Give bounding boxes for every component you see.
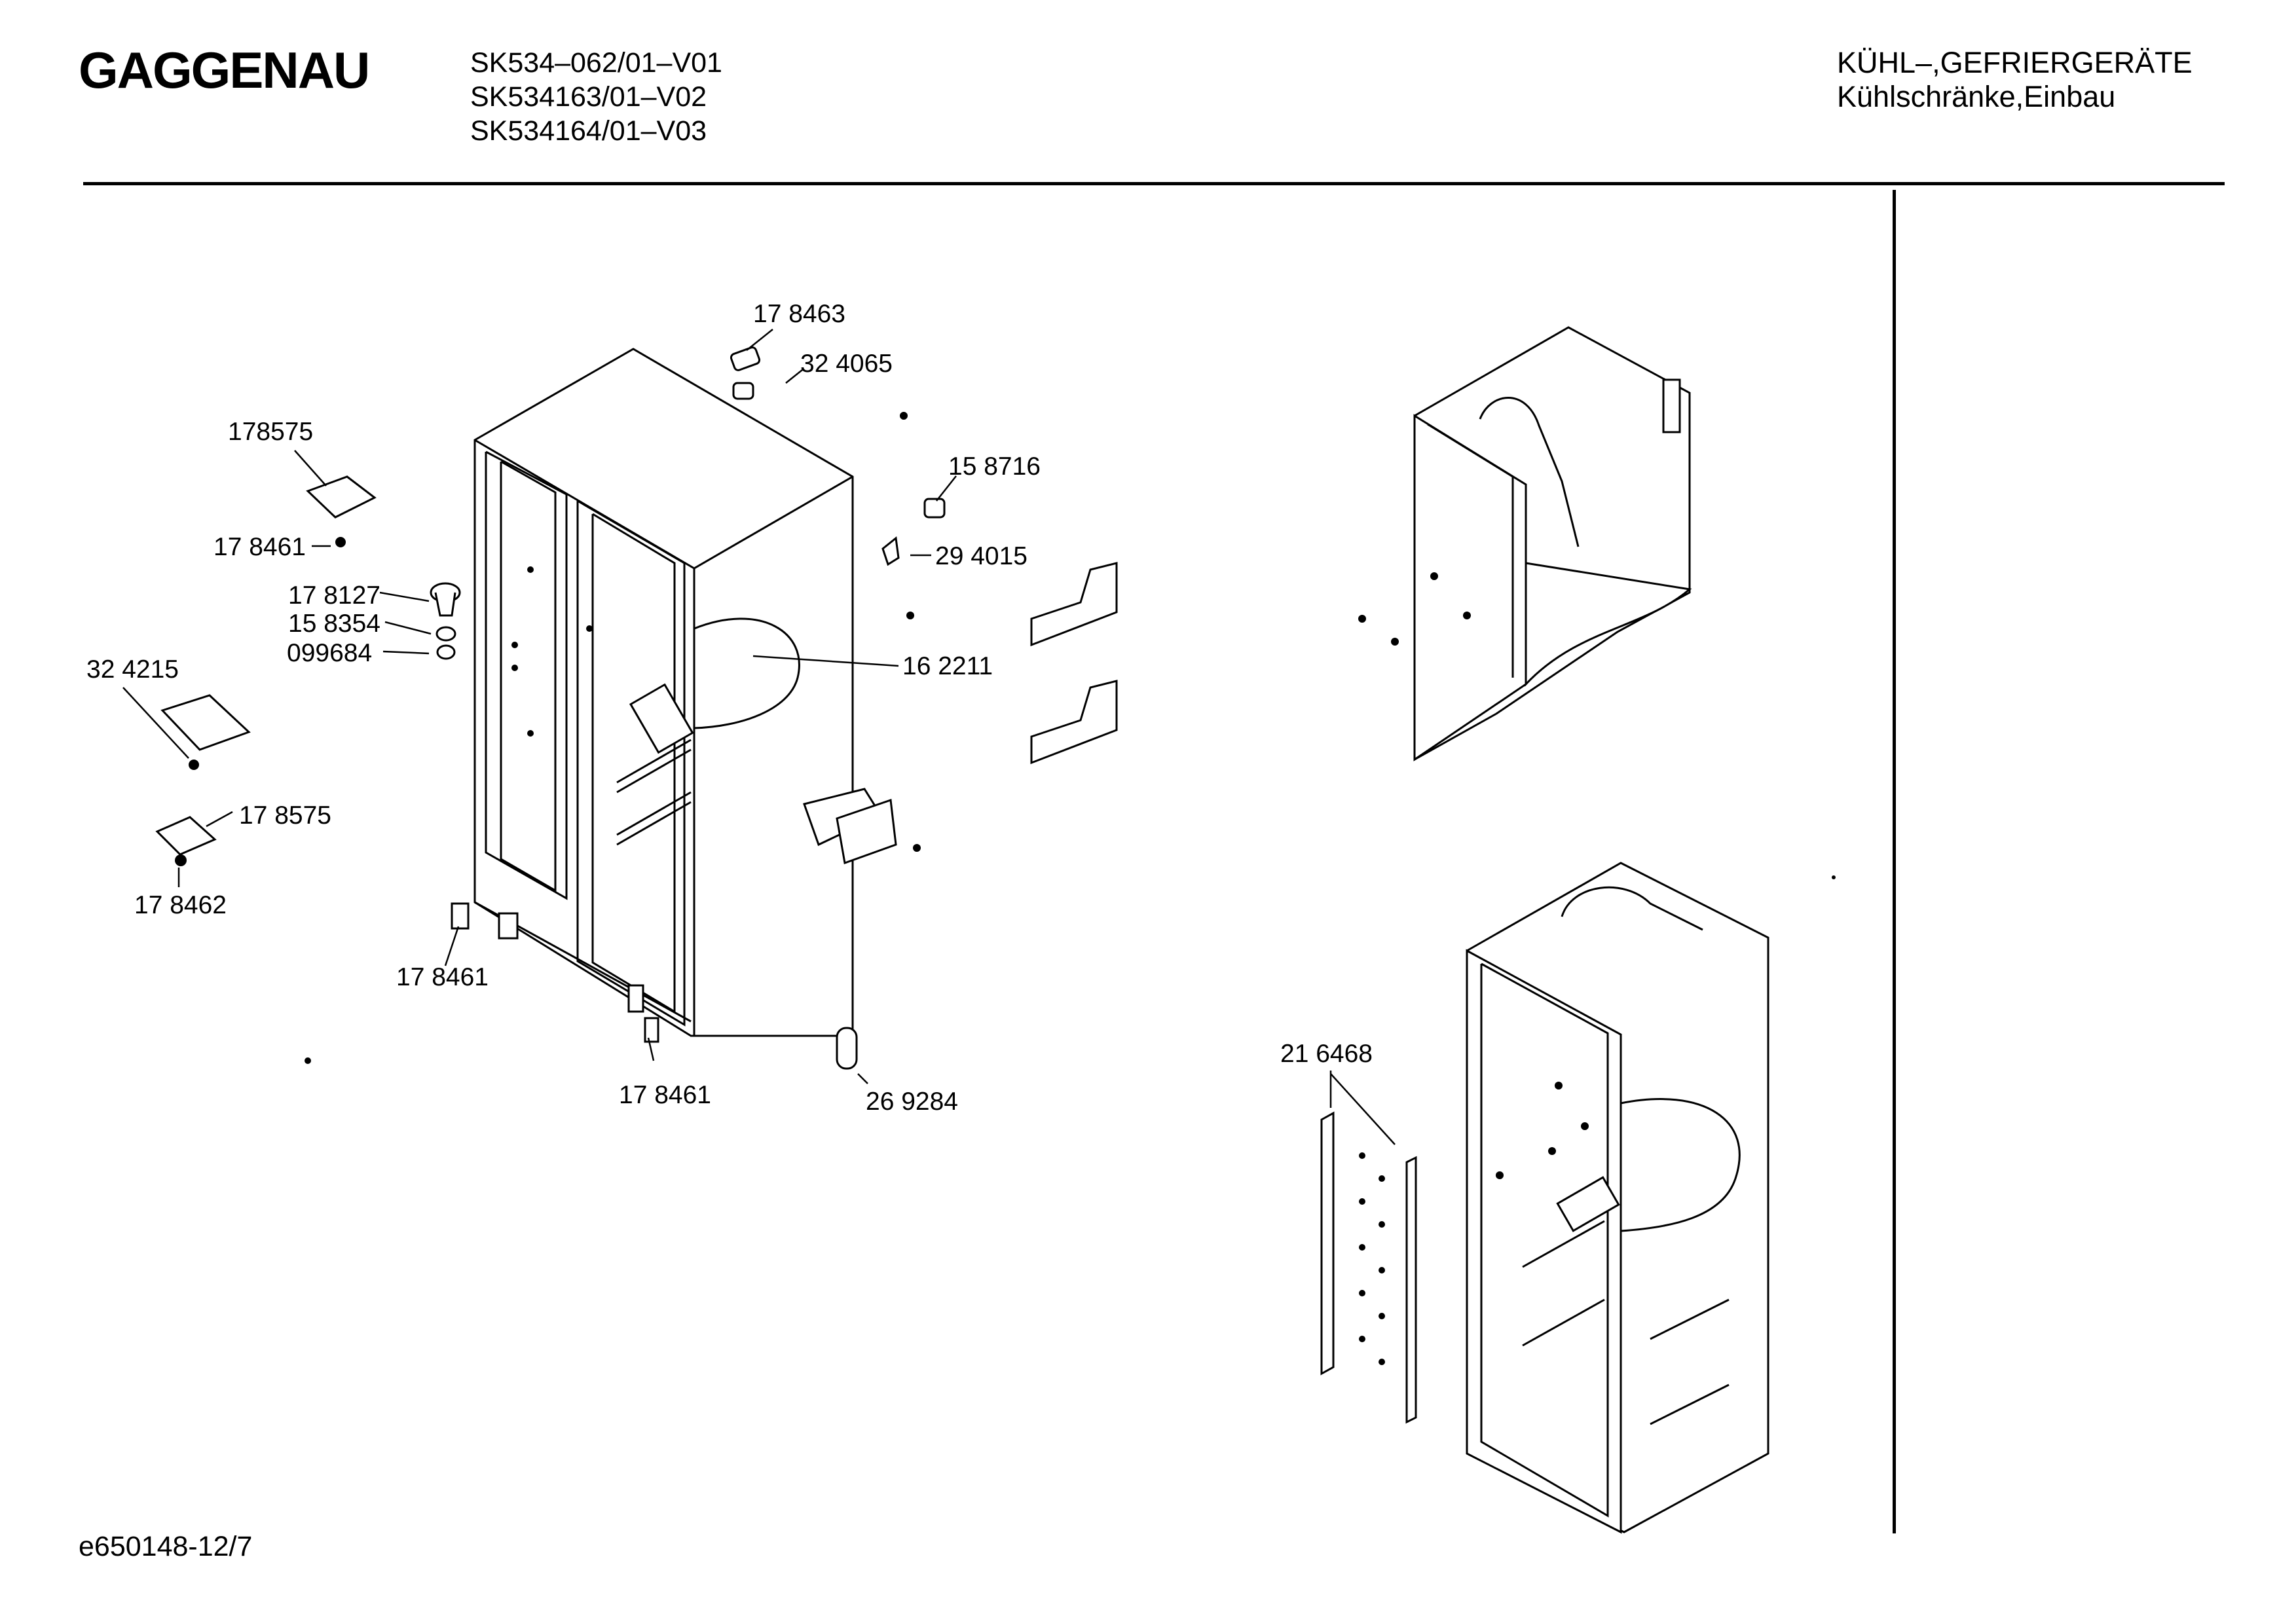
category-main: KÜHL–,GEFRIERGERÄTE — [1837, 46, 2193, 79]
small-parts — [155, 346, 946, 1070]
callout-label: 29 4015 — [935, 542, 1028, 570]
callout-label: 17 8127 — [288, 581, 380, 610]
callout-label: 16 2211 — [902, 652, 993, 680]
callout-label: 15 8716 — [948, 452, 1041, 481]
model-list: SK534–062/01–V01 SK534163/01–V02 SK53416… — [470, 46, 722, 148]
cabinet-drawing — [473, 348, 897, 1037]
callout-label: 099684 — [287, 639, 372, 667]
callout-label: 15 8354 — [288, 610, 380, 638]
header-divider — [83, 182, 2225, 185]
callout-label: 26 9284 — [866, 1088, 958, 1116]
model-number: SK534164/01–V03 — [470, 115, 707, 147]
callout-label: 17 8461 — [213, 533, 306, 561]
callout-label: 17 8463 — [753, 300, 845, 328]
model-number: SK534163/01–V02 — [470, 81, 707, 113]
callout-label: 32 4065 — [800, 350, 893, 378]
callout-label: 178575 — [228, 418, 313, 446]
category-sub: Kühlschränke,Einbau — [1837, 80, 2116, 113]
callout-label: 17 8575 — [239, 801, 331, 830]
callout-labels: 17 8463 32 4065 178575 15 8716 17 8461 2… — [86, 300, 1373, 1116]
document-id: e650148-12/7 — [79, 1531, 253, 1562]
callout-label: 17 8462 — [134, 891, 227, 919]
model-number: SK534–062/01–V01 — [470, 47, 722, 79]
leader-lines — [122, 329, 1396, 1145]
brand-logo: GAGGENAU — [79, 41, 370, 99]
hinge-strips — [1320, 1111, 1417, 1424]
callout-label: 17 8461 — [396, 963, 489, 991]
cabinet-top-view — [1358, 326, 1692, 761]
trim-strips — [1030, 562, 1118, 765]
cabinet-bottom-view — [1466, 862, 1836, 1534]
callout-label: 32 4215 — [86, 655, 179, 684]
callout-label: 17 8461 — [619, 1081, 711, 1109]
category-block: KÜHL–,GEFRIERGERÄTE Kühlschränke,Einbau — [1837, 46, 2193, 114]
callout-label: 21 6468 — [1280, 1040, 1373, 1068]
column-divider — [1893, 190, 1896, 1533]
